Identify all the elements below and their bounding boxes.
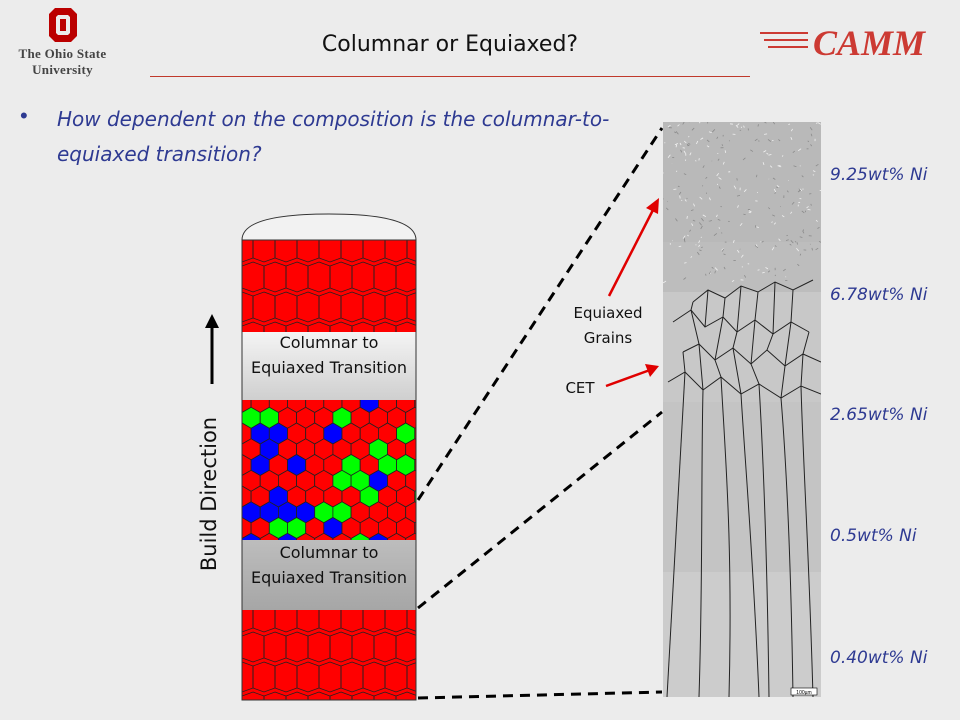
equiaxed-arrow-shaft <box>607 207 656 297</box>
up-arrow-icon <box>205 314 219 328</box>
cet-label: CET <box>565 379 595 397</box>
zoom-line-middle <box>417 410 663 610</box>
block-o-icon <box>49 8 77 42</box>
camm-wordmark: CAMM <box>813 23 926 63</box>
cet-label-bottom: Columnar to Equiaxed Transition <box>250 543 408 587</box>
melt-pool-cap <box>241 213 417 241</box>
composition-label: 0.40wt% Ni <box>830 648 928 668</box>
cet-arrow-shaft <box>605 368 651 388</box>
fine-microstructure <box>663 122 821 284</box>
arrow-head-icon <box>645 364 659 377</box>
zoom-line-upper <box>416 127 664 501</box>
grain-boundaries <box>666 279 821 697</box>
osu-name-line1: The Ohio State <box>18 46 107 61</box>
composition-label: 6.78wt% Ni <box>830 285 928 305</box>
scale-bar-label: 100µm <box>796 690 811 696</box>
cet-zone-top <box>242 332 416 400</box>
scale-bar <box>790 687 818 696</box>
title-divider <box>150 76 750 77</box>
columnar-zone-top <box>242 240 416 332</box>
columnar-grains-top <box>242 240 416 332</box>
micrograph-image: 100µm <box>663 122 821 697</box>
composition-label: 2.65wt% Ni <box>830 405 928 425</box>
osu-logo: The Ohio State University <box>0 0 125 85</box>
slide-title: Columnar or Equiaxed? <box>321 32 579 57</box>
bullet-question: How dependent on the composition is the … <box>57 107 610 166</box>
equiaxed-grains-label: Equiaxed Grains <box>573 304 643 347</box>
composition-label: 0.5wt% Ni <box>830 526 917 546</box>
equiaxed-grains <box>242 400 416 540</box>
osu-name-line2: University <box>32 62 93 77</box>
columnar-zone-bottom <box>242 610 416 700</box>
arrow-head-icon <box>646 198 659 214</box>
cet-label-top: Columnar to Equiaxed Transition <box>250 333 408 377</box>
bullet-marker: • <box>20 103 28 128</box>
cet-zone-bottom <box>242 540 416 610</box>
build-direction-label: Build Direction <box>197 416 221 572</box>
zoom-line-lower <box>417 690 663 700</box>
columnar-grains-bottom <box>242 610 416 700</box>
build-outline <box>241 239 417 701</box>
camm-logo: CAMM <box>758 18 948 68</box>
composition-label: 9.25wt% Ni <box>830 165 928 185</box>
